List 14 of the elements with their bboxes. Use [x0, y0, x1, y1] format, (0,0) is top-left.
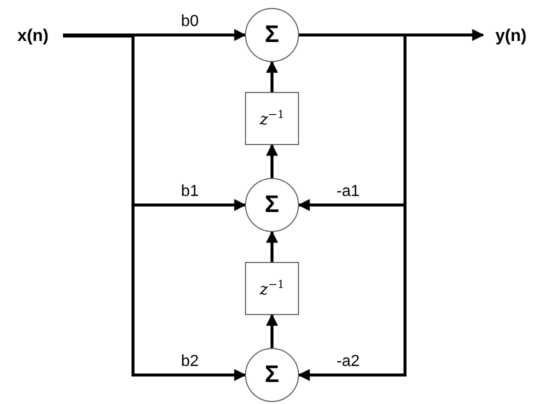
arrow — [63, 34, 246, 381]
summing-junction: Σ — [245, 8, 299, 62]
arrow — [266, 230, 278, 262]
summing-junction: Σ — [245, 178, 299, 232]
arrow — [266, 60, 278, 92]
arrow — [266, 144, 278, 178]
signal-label: y(n) — [488, 24, 534, 48]
summing-junction: Σ — [245, 348, 299, 402]
arrow — [298, 34, 406, 381]
delay-block: z$^{−1}$ — [245, 92, 299, 145]
signal-label: x(n) — [8, 24, 58, 48]
delay-block: z$^{−1}$ — [245, 262, 299, 315]
arrow — [266, 314, 278, 348]
arrow — [63, 29, 246, 41]
